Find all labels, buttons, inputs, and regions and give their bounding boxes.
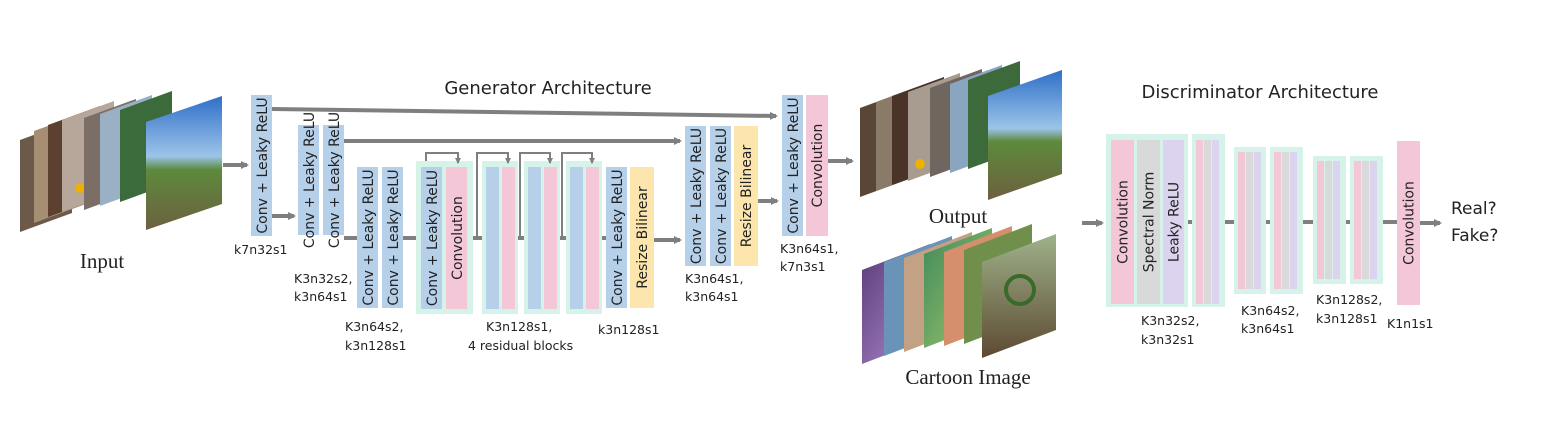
disc-block-4 (1270, 147, 1303, 294)
cartoon-image-stack (862, 224, 1056, 364)
disc-spectral-label: Spectral Norm (1142, 172, 1158, 272)
disc-cap-1a: K3n32s2, (1141, 313, 1199, 328)
gen-block-6c-label: Resize Bilinear (739, 145, 755, 248)
fake-label: Fake? (1451, 226, 1498, 246)
gen-block-3: Conv + Leaky ReLU Conv + Leaky ReLU (357, 167, 403, 308)
disc-conv-label: Convolution (1116, 180, 1132, 264)
gen-residual-blocks: Conv + Leaky ReLU Convolution (416, 152, 602, 314)
gen-block-2b-label: Conv + Leaky ReLU (327, 112, 343, 248)
gen-cap-2a: K3n32s2, (294, 271, 352, 286)
disc-block-5 (1313, 156, 1346, 284)
gen-cap-3a: K3n64s2, (345, 319, 403, 334)
disc-final-conv: Convolution (1397, 141, 1420, 305)
gen-cap-5: k3n128s1 (598, 322, 659, 337)
skip-connection-1 (271, 107, 778, 120)
gen-block-6b-label: Conv + Leaky ReLU (714, 128, 730, 264)
gen-cap-1: k7n32s1 (234, 242, 288, 257)
disc-cap-2b: k3n64s1 (1241, 321, 1295, 336)
gen-block-1: Conv + Leaky ReLU (251, 95, 272, 236)
gen-block-2a-label: Conv + Leaky ReLU (302, 112, 318, 248)
disc-block-2 (1192, 134, 1225, 307)
gen-block-3b-label: Conv + Leaky ReLU (386, 169, 402, 305)
gen-cap-3b: k3n128s1 (345, 338, 406, 353)
output-label: Output (929, 204, 988, 228)
gen-cap-7b: k7n3s1 (780, 259, 826, 274)
input-image-stack (20, 91, 222, 232)
gen-cap-7a: K3n64s1, (780, 241, 838, 256)
gen-block-7a-label: Conv + Leaky ReLU (786, 97, 802, 233)
disc-cap-2a: K3n64s2, (1241, 303, 1299, 318)
disc-final-conv-label: Convolution (1402, 181, 1418, 265)
disc-block-1: Convolution Spectral Norm Leaky ReLU (1106, 134, 1188, 307)
gen-block-6a-label: Conv + Leaky ReLU (689, 128, 705, 264)
gen-block-6: Conv + Leaky ReLU Conv + Leaky ReLU Resi… (685, 126, 758, 266)
disc-cap-3b: k3n128s1 (1316, 311, 1377, 326)
input-label: Input (80, 249, 124, 273)
gen-cap-6b: k3n64s1 (685, 289, 739, 304)
gen-block-1-label: Conv + Leaky ReLU (255, 97, 271, 233)
output-image-stack (860, 61, 1062, 200)
gen-cap-4b: 4 residual blocks (468, 338, 573, 353)
gen-block-2: Conv + Leaky ReLU Conv + Leaky ReLU (298, 112, 344, 248)
res-convolution-label: Convolution (450, 196, 466, 280)
disc-cap-3a: K3n128s2, (1316, 292, 1382, 307)
disc-leaky-label: Leaky ReLU (1167, 182, 1183, 262)
res-conv-leaky-label: Conv + Leaky ReLU (425, 170, 441, 306)
disc-block-6 (1350, 156, 1383, 284)
gen-block-5b-label: Resize Bilinear (635, 186, 651, 289)
gen-cap-4a: K3n128s1, (486, 319, 552, 334)
gen-block-5: Conv + Leaky ReLU Resize Bilinear (606, 167, 654, 308)
discriminator-title: Discriminator Architecture (1142, 82, 1379, 103)
gen-block-7b-label: Convolution (810, 124, 826, 208)
disc-cap-4: K1n1s1 (1387, 316, 1434, 331)
gen-block-5a-label: Conv + Leaky ReLU (610, 169, 626, 305)
gen-block-7: Conv + Leaky ReLU Convolution (782, 95, 828, 236)
disc-block-3 (1234, 147, 1266, 294)
gen-cap-6a: K3n64s1, (685, 271, 743, 286)
disc-cap-1b: k3n32s1 (1141, 332, 1195, 347)
real-label: Real? (1451, 199, 1497, 219)
gen-cap-2b: k3n64s1 (294, 289, 348, 304)
cartoon-label: Cartoon Image (905, 365, 1030, 389)
generator-title: Generator Architecture (444, 78, 651, 99)
gen-block-3a-label: Conv + Leaky ReLU (361, 169, 377, 305)
